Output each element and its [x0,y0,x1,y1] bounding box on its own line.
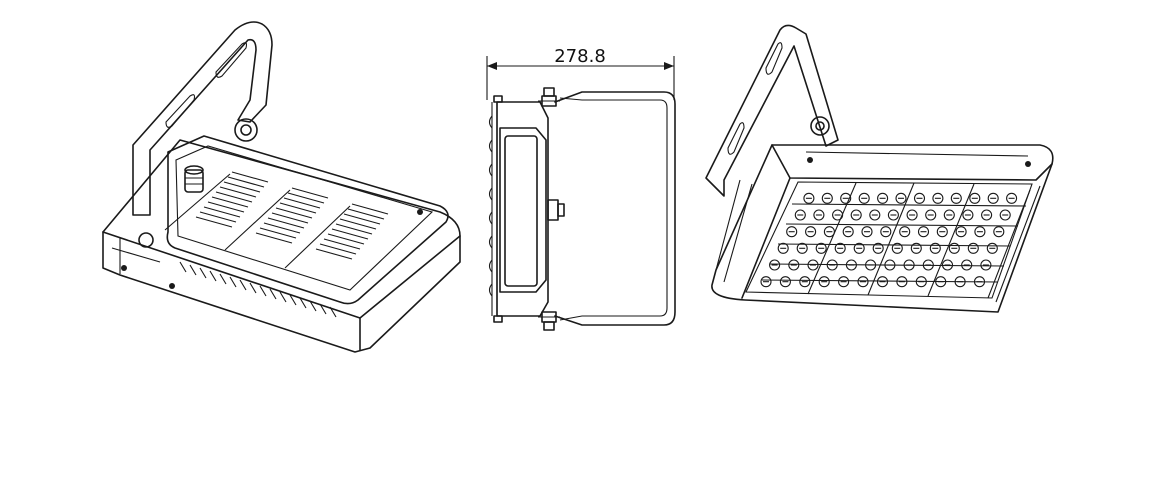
led-lens [980,259,992,271]
led-lens [815,242,827,254]
heatsink-vents [195,171,389,260]
width-dimension: 278.8 [486,46,675,100]
led-lens [803,192,815,204]
bracket-slot [215,42,248,78]
led-lens [899,226,911,238]
led-lens [777,242,789,254]
led-lens [950,192,962,204]
led-lens [935,276,947,288]
pivot-bolt [538,311,560,331]
led-lens [915,276,927,288]
led-lens [877,192,889,204]
led-lens [832,209,844,221]
led-lens [929,242,941,254]
rear-isometric-view [102,21,461,353]
led-lens [974,226,986,238]
led-lens [857,276,869,288]
led-lens [981,209,993,221]
led-lens [796,242,808,254]
dimension-label: 278.8 [554,46,606,67]
led-lens [842,226,854,238]
led-lens [887,209,899,221]
led-lens [861,226,873,238]
led-lens [818,276,830,288]
led-lens [869,209,881,221]
led-lens [788,259,800,271]
led-lens [973,276,986,288]
led-lens [999,209,1011,221]
led-lenses [760,192,1018,288]
led-module-grid [745,181,1033,299]
led-lens [845,259,857,271]
led-lens [760,276,772,288]
led-lens [821,192,833,204]
led-lens [840,192,852,204]
led-lens [823,226,835,238]
led-lens [805,226,817,238]
mounting-bracket [705,24,839,197]
led-lens [986,242,998,254]
led-lens [895,192,907,204]
housing-body [102,139,461,353]
led-lens [993,226,1005,238]
led-lens [922,259,934,271]
led-lens [769,259,781,271]
led-lens [925,209,937,221]
led-lens [813,209,825,221]
bracket-side [554,91,676,326]
led-lens [891,242,903,254]
led-lens [955,226,967,238]
bracket-slot [765,42,783,75]
led-lens [838,276,850,288]
led-lens [932,192,944,204]
led-lens [910,242,922,254]
led-lens [876,276,889,288]
led-lens [858,192,870,204]
front-isometric-view [705,24,1054,313]
led-lens [807,259,819,271]
cable-gland [547,199,565,221]
led-lens [962,209,974,221]
led-lens [786,226,798,238]
led-lens [987,192,999,204]
led-lens [794,209,806,221]
led-lens [969,192,981,204]
led-lens [917,226,930,238]
heatsink-top [166,135,449,305]
led-lens [826,259,838,271]
side-view: 278.8 [486,46,676,331]
pivot-bolt [234,118,258,142]
led-lens [896,276,908,288]
led-lens [779,276,791,288]
led-lens [967,242,979,254]
led-lens [799,276,811,288]
led-lens [913,192,926,204]
pivot-bolt [538,87,560,107]
led-lens [943,209,955,221]
led-lens [853,242,865,254]
side-vents [179,261,337,318]
lens-row [488,115,493,297]
led-lens [834,242,846,254]
led-lens [961,259,973,271]
cable-gland [184,165,204,193]
led-lens [865,259,877,271]
led-lens [880,226,892,238]
led-lens [954,276,966,288]
housing-body [711,144,1054,313]
led-lens [936,226,948,238]
led-lens [850,209,862,221]
led-lens [903,259,915,271]
bracket-slot [727,122,745,155]
mounting-bracket [132,21,273,216]
led-lens [1006,192,1018,204]
bracket-slot [165,94,196,128]
pivot-bolt [810,116,830,136]
led-lens [948,242,960,254]
led-lens [884,259,896,271]
led-lens [906,209,918,221]
led-lens [941,259,954,271]
led-lens [872,242,884,254]
